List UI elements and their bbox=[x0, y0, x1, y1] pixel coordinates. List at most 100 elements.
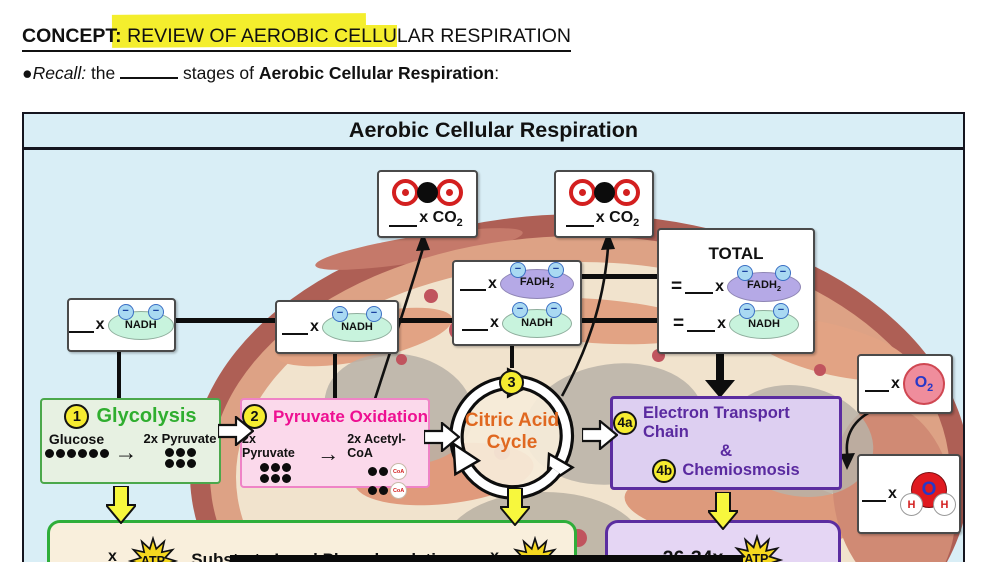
concept-label: CONCEPT: bbox=[22, 25, 128, 47]
citric-carriers-box: x −−FADH2 x −−NADH bbox=[452, 260, 582, 346]
fadh2-pill: −−FADH2 bbox=[727, 264, 801, 302]
fill-in-blank bbox=[69, 318, 94, 333]
electron-icon: − bbox=[365, 305, 382, 322]
glycolysis-title: Glycolysis bbox=[96, 405, 197, 427]
stage-number-badge: 4a bbox=[613, 410, 637, 435]
arrowhead-icon bbox=[601, 231, 615, 250]
fill-in-blank bbox=[862, 487, 887, 502]
connector-line bbox=[395, 318, 453, 323]
stage-arrow-icon bbox=[218, 416, 254, 446]
hydrogen-atom-icon: H bbox=[899, 493, 923, 516]
fill-in-blank bbox=[462, 316, 489, 331]
carbon-atom-icon bbox=[417, 181, 438, 203]
coa-icon: CoA bbox=[390, 482, 408, 499]
electron-icon: − bbox=[737, 264, 753, 281]
chemiosmosis-title: Chemiosmosis bbox=[682, 461, 800, 479]
reactant-label: Glucose bbox=[48, 431, 105, 447]
reaction-arrow-icon: → bbox=[114, 439, 138, 465]
recall-bold-text: Aerobic Cellular Respiration bbox=[258, 63, 495, 83]
oxygen-atom-icon bbox=[436, 178, 463, 206]
connector-line bbox=[170, 318, 276, 323]
etc-title: Electron Transport Chain bbox=[643, 403, 790, 441]
co2-box-1: x CO2 bbox=[377, 170, 478, 238]
concept-title-rest: LAR RESPIRATION bbox=[396, 25, 571, 47]
fill-in-blank bbox=[460, 276, 487, 291]
concept-title-highlighted: REVIEW OF AEROBIC CELLU bbox=[127, 25, 397, 47]
product-label: 2x Pyruvate bbox=[143, 431, 217, 446]
nadh-box-pyruvate-oxidation: x −−NADH bbox=[275, 300, 399, 354]
reaction-arrow-icon: → bbox=[317, 441, 340, 466]
electron-icon: − bbox=[773, 302, 789, 319]
diagram-title: Aerobic Cellular Respiration bbox=[24, 114, 963, 150]
citric-title-line1: Citric Acid bbox=[464, 410, 560, 431]
total-box: TOTAL =x −−FADH2 =x −−NADH bbox=[657, 228, 815, 354]
fadh2-pill: −−FADH2 bbox=[499, 261, 574, 299]
fill-in-blank bbox=[685, 279, 714, 294]
co2-molecule-icon bbox=[392, 178, 463, 206]
fill-in-blank bbox=[389, 212, 418, 227]
electron-icon: − bbox=[545, 301, 562, 318]
fill-in-blank bbox=[120, 64, 179, 79]
yellow-down-arrow-icon bbox=[708, 492, 738, 530]
total-label: TOTAL bbox=[708, 243, 764, 263]
ampersand: & bbox=[719, 440, 733, 460]
total-to-etc-arrowhead bbox=[705, 380, 735, 398]
nadh-box-glycolysis: x −−NADH bbox=[67, 298, 176, 352]
pyruvate-molecules-icon bbox=[164, 448, 196, 468]
atp-star-icon: ATP bbox=[126, 535, 180, 562]
electron-icon: − bbox=[547, 261, 564, 278]
electron-icon: − bbox=[511, 301, 528, 318]
electron-icon: − bbox=[331, 305, 348, 322]
co2-box-2: x CO2 bbox=[554, 170, 654, 238]
nadh-pill: −−NADH bbox=[729, 302, 799, 339]
oxygen-atom-icon bbox=[568, 178, 596, 206]
connector-line bbox=[333, 350, 337, 400]
bullet-icon: ● bbox=[22, 63, 33, 83]
glucose-molecule-icon bbox=[44, 449, 109, 458]
pyruvate-molecules-icon bbox=[260, 463, 292, 483]
arrowhead-icon bbox=[840, 453, 855, 470]
coa-icon: CoA bbox=[390, 463, 408, 480]
product-label: 2x Acetyl-CoA bbox=[347, 432, 406, 460]
o2-to-etc-arrow bbox=[845, 409, 873, 460]
yellow-down-arrow-icon bbox=[500, 488, 530, 526]
o2-box: x O2 bbox=[857, 354, 953, 414]
electron-icon: − bbox=[148, 303, 164, 320]
hydrogen-atom-icon: H bbox=[932, 493, 956, 516]
nadh-pill: −−NADH bbox=[107, 303, 174, 340]
fill-in-blank bbox=[282, 320, 309, 335]
recall-line: ●Recall: the stages of Aerobic Cellular … bbox=[22, 63, 500, 83]
total-to-etc-arrow bbox=[716, 350, 724, 382]
granule bbox=[814, 364, 826, 376]
recall-label: Recall: bbox=[32, 63, 87, 83]
nadh-pill: −−NADH bbox=[501, 301, 572, 338]
electron-icon: − bbox=[739, 302, 755, 319]
co2-molecule-icon bbox=[568, 178, 640, 206]
oxygen-atom-icon bbox=[612, 178, 640, 206]
water-box: x O H H bbox=[857, 454, 961, 534]
co2-label: x CO2 bbox=[419, 208, 463, 230]
stage-arrow-icon bbox=[582, 420, 618, 450]
electron-icon: − bbox=[775, 264, 791, 281]
connector-line bbox=[577, 274, 658, 279]
glycolysis-box: 1 Glycolysis Glucose → 2x Pyruvate bbox=[40, 398, 221, 484]
connector-line bbox=[577, 318, 658, 323]
fill-in-blank bbox=[687, 317, 716, 332]
pyruvate-oxidation-title: Pyruvate Oxidation bbox=[273, 406, 428, 426]
bottom-bar bbox=[230, 555, 743, 562]
stage-number-badge: 1 bbox=[64, 404, 90, 429]
carbon-atom-icon bbox=[593, 181, 615, 203]
concept-heading: CONCEPT: REVIEW OF AEROBIC CELLULAR RESP… bbox=[22, 25, 571, 52]
granule bbox=[396, 354, 407, 365]
diagram-panel: Aerobic Cellular Respiration bbox=[22, 112, 965, 562]
fill-in-blank bbox=[865, 377, 890, 392]
electron-icon: − bbox=[117, 303, 134, 320]
granule bbox=[424, 289, 438, 303]
nadh-pill: −−NADH bbox=[321, 305, 392, 342]
yellow-down-arrow-icon bbox=[106, 486, 136, 524]
fill-in-blank bbox=[565, 212, 594, 227]
citric-title-line2: Cycle bbox=[486, 432, 538, 453]
acetyl-coa-molecules-icon: CoA CoA bbox=[368, 463, 408, 499]
